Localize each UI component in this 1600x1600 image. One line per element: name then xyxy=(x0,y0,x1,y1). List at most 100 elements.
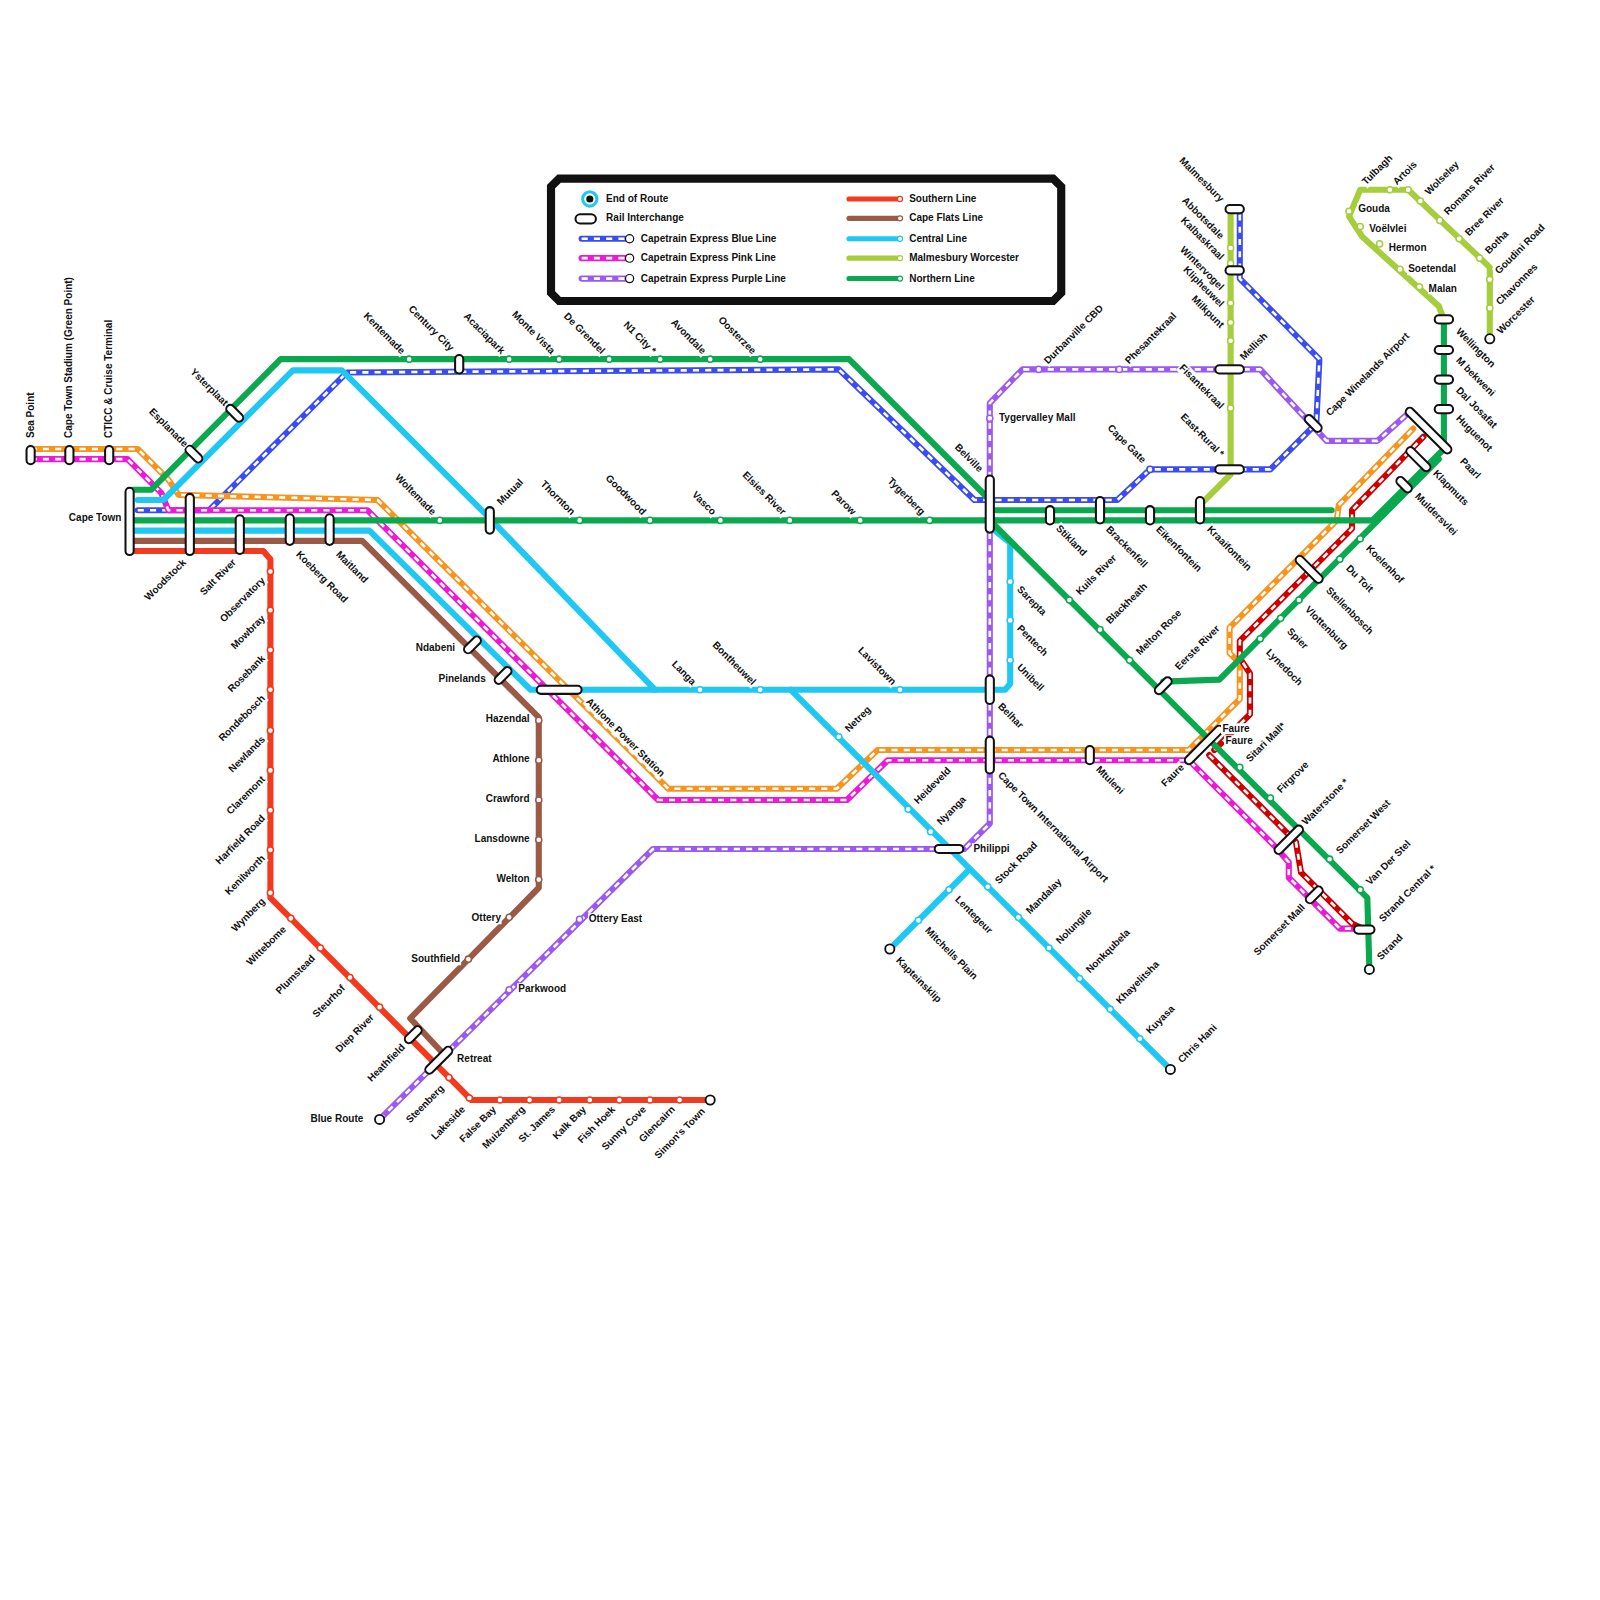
legend-sample xyxy=(583,192,597,206)
rail-line xyxy=(582,236,627,242)
interchange-pill xyxy=(1146,506,1154,524)
station-label: Sarepta xyxy=(1014,583,1049,618)
station-dot xyxy=(757,687,763,693)
station-label: Athlone xyxy=(491,753,530,765)
station-dot xyxy=(1237,764,1243,770)
station-dot xyxy=(1228,245,1234,251)
station-label: Maitland xyxy=(333,548,371,586)
station-dot xyxy=(1487,305,1493,311)
legend-text: Capetrain Express Purple Line xyxy=(640,273,787,285)
station-label: Hazendal xyxy=(485,714,531,726)
legend-text: Cape Flats Line xyxy=(908,213,984,225)
station-label: Kuils River xyxy=(1072,551,1118,597)
station-dot xyxy=(267,568,273,574)
station-label: Tygervalley Mall xyxy=(998,413,1077,425)
station-dot xyxy=(506,356,512,362)
station-label: Gouda xyxy=(1357,203,1391,215)
station-label: Kuyasa xyxy=(1143,1002,1178,1037)
station-label: Mellish xyxy=(1237,330,1271,364)
station-label: Oosterzee xyxy=(715,313,759,357)
interchange-pill xyxy=(326,514,334,545)
express-dash xyxy=(582,277,627,280)
station-label: Goodwood xyxy=(602,472,648,518)
station-label: Voëlvlei xyxy=(1368,223,1407,235)
station-label: Plumstead xyxy=(273,952,318,997)
station-label: Monte Vista xyxy=(509,308,558,357)
station-dot xyxy=(985,884,991,890)
station-label: Wolseley xyxy=(1421,158,1461,198)
station-label: Khayelitsha xyxy=(1113,958,1162,1007)
legend-sample xyxy=(897,216,902,221)
interchange-pill xyxy=(225,403,245,423)
station-dot xyxy=(1147,466,1153,472)
rail-line xyxy=(1214,437,1423,750)
station-label: CTICC & Cruise Terminal xyxy=(103,319,115,439)
station-label: Firgrove xyxy=(1273,758,1311,796)
station-dot xyxy=(905,806,911,812)
station-label: Heideveld xyxy=(911,764,954,807)
rail-line xyxy=(849,216,898,221)
legend-text: Northern Line xyxy=(908,273,976,285)
station-label: Waterstone * xyxy=(1299,776,1352,829)
interchange-pill xyxy=(184,444,204,464)
station-dot xyxy=(1036,366,1042,372)
station-label: Parow xyxy=(828,488,859,519)
station-label: Lentegeur xyxy=(952,893,996,937)
station-label: Mowbray xyxy=(228,612,268,652)
interchange-pill xyxy=(1215,465,1244,473)
station-dot xyxy=(506,914,512,920)
station-dot xyxy=(536,797,542,803)
station-label: De Grendel xyxy=(561,310,608,357)
station-label: Pinelands xyxy=(437,673,486,685)
rail-line xyxy=(849,196,898,201)
station-dot xyxy=(437,517,443,523)
interchange-pill xyxy=(1405,445,1432,472)
station-dot xyxy=(647,1097,653,1103)
station-label: Van Der Stel xyxy=(1363,837,1414,888)
station-dot xyxy=(1278,615,1284,621)
rail-line xyxy=(1349,190,1490,339)
station-dot xyxy=(857,517,863,523)
station-label: Melton Rose xyxy=(1133,607,1185,659)
station-label: Philippi xyxy=(972,843,1010,855)
station-dot xyxy=(587,1097,593,1103)
interchange-pill xyxy=(935,845,964,853)
station-label: Retreat xyxy=(456,1053,492,1065)
rail-line xyxy=(133,551,711,1100)
station-label: N1 City * xyxy=(621,318,660,357)
station-dot xyxy=(1405,187,1411,193)
end-of-route xyxy=(1365,965,1374,974)
station-dot xyxy=(497,1097,503,1103)
station-dot xyxy=(1228,300,1234,306)
station-label: Heathfield xyxy=(364,1041,408,1085)
station-label: Cape Gate xyxy=(1104,422,1149,467)
station-label: Spier xyxy=(1284,624,1311,651)
station-label: Chris Hani xyxy=(1174,1021,1219,1066)
station-label: Crawford xyxy=(485,793,531,805)
station-dot xyxy=(267,607,273,613)
station-label: Cape Town Stadium (Green Point) xyxy=(64,276,76,439)
interchange-pill xyxy=(186,494,194,555)
station-label: Faure xyxy=(1221,723,1250,735)
station-dot xyxy=(757,356,763,362)
station-label: Mtuleni xyxy=(1093,763,1127,797)
end-of-route xyxy=(375,1115,384,1124)
legend-sample xyxy=(626,254,634,262)
station-dot xyxy=(577,517,583,523)
station-label: Mandalay xyxy=(1022,876,1064,918)
station-label: Somerset West xyxy=(1333,797,1394,858)
rail-line xyxy=(849,276,898,281)
station-dot xyxy=(577,916,583,922)
station-dot xyxy=(527,1097,533,1103)
interchange-pill xyxy=(286,514,294,545)
station-label: Cape Town xyxy=(68,513,123,525)
station-label: Elsies River xyxy=(739,469,789,519)
interchange-pill xyxy=(493,665,513,685)
station-label: Kraaifontein xyxy=(1204,522,1255,573)
station-dot xyxy=(1116,366,1122,372)
rail-line xyxy=(138,370,655,689)
station-dot xyxy=(1416,284,1422,290)
station-dot xyxy=(1257,636,1263,642)
station-label: Klapmuts xyxy=(1430,467,1472,509)
